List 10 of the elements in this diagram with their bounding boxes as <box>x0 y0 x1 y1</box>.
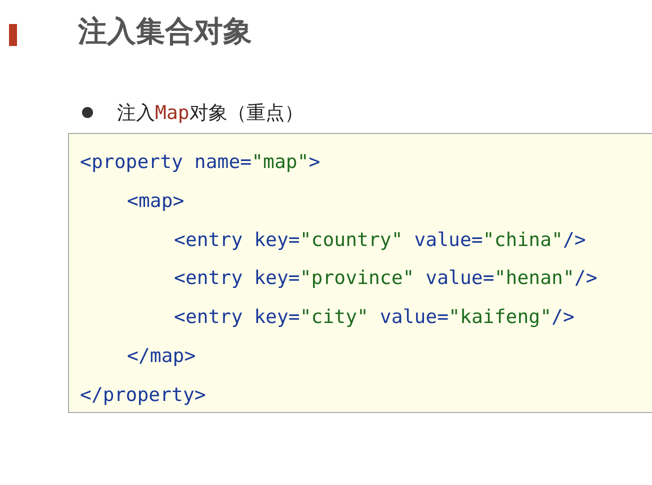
code-line: <entry key="city" value="kaifeng"/> <box>174 305 574 330</box>
slide-title: 注入集合对象 <box>78 13 252 50</box>
code-line: <entry key="province" value="henan"/> <box>174 266 598 290</box>
code-box <box>68 133 652 413</box>
bullet-text: 注入Map对象（重点） <box>117 101 304 126</box>
code-line: <property name="map"> <box>80 150 320 174</box>
code-line: </property> <box>80 382 206 407</box>
code-line: <entry key="country" value="china"/> <box>174 228 586 252</box>
code-line: </map> <box>127 344 196 368</box>
code-line: <map> <box>127 188 184 213</box>
